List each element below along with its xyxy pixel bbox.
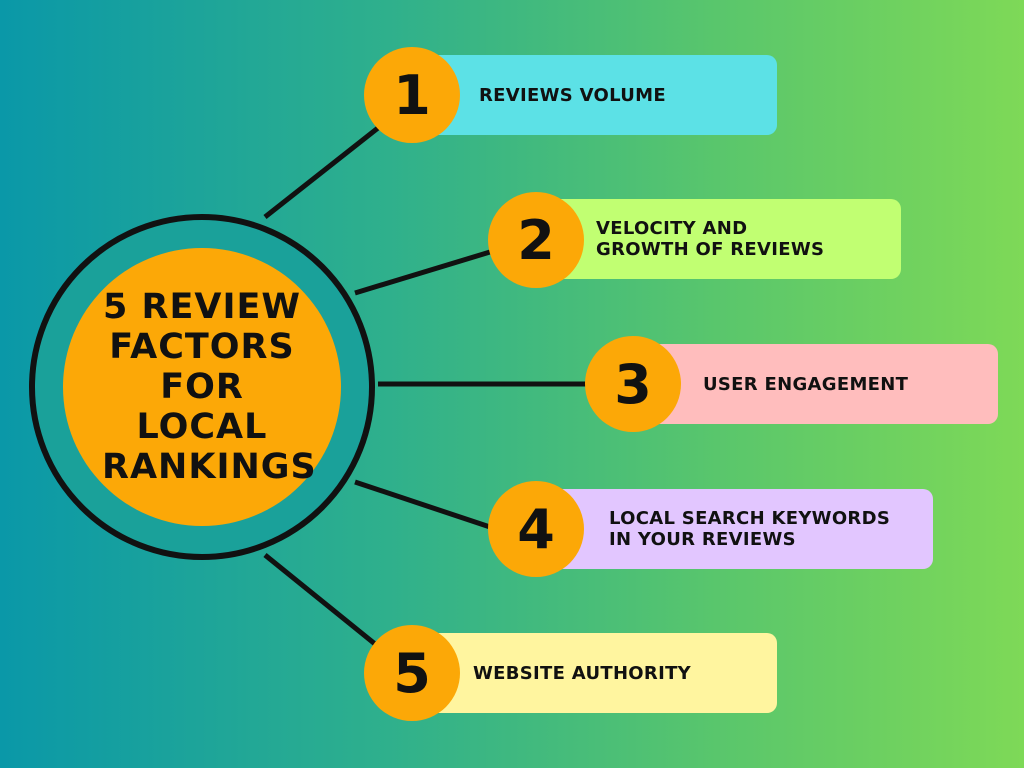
connector-line-2 xyxy=(354,249,491,296)
hub-title: 5 REVIEW FACTORS FOR LOCAL RANKINGS xyxy=(102,287,317,487)
factor-number-2: 2 xyxy=(517,208,555,272)
factor-label-5: WEBSITE AUTHORITY xyxy=(473,662,691,684)
hub-circle: 5 REVIEW FACTORS FOR LOCAL RANKINGS xyxy=(63,248,341,526)
factor-number-5: 5 xyxy=(393,641,431,705)
factor-box-2: VELOCITY AND GROWTH OF REVIEWS xyxy=(540,199,901,279)
factor-label-1: REVIEWS VOLUME xyxy=(479,84,666,106)
factor-number-badge-4: 4 xyxy=(488,481,584,577)
factor-box-1: REVIEWS VOLUME xyxy=(420,55,777,135)
factor-number-badge-3: 3 xyxy=(585,336,681,432)
factor-number-3: 3 xyxy=(614,352,652,416)
factor-number-1: 1 xyxy=(393,63,431,127)
factor-number-badge-5: 5 xyxy=(364,625,460,721)
factor-number-4: 4 xyxy=(517,497,555,561)
connector-line-1 xyxy=(263,122,385,219)
factor-box-4: LOCAL SEARCH KEYWORDS IN YOUR REVIEWS xyxy=(540,489,933,569)
factor-label-3: USER ENGAGEMENT xyxy=(703,373,909,395)
factor-box-5: WEBSITE AUTHORITY xyxy=(420,633,777,713)
connector-line-5 xyxy=(263,553,382,650)
factor-number-badge-2: 2 xyxy=(488,192,584,288)
factor-box-3: USER ENGAGEMENT xyxy=(640,344,998,424)
factor-number-badge-1: 1 xyxy=(364,47,460,143)
factor-label-2: VELOCITY AND GROWTH OF REVIEWS xyxy=(596,218,825,260)
factor-label-4: LOCAL SEARCH KEYWORDS IN YOUR REVIEWS xyxy=(609,508,891,550)
connector-line-4 xyxy=(354,479,491,530)
